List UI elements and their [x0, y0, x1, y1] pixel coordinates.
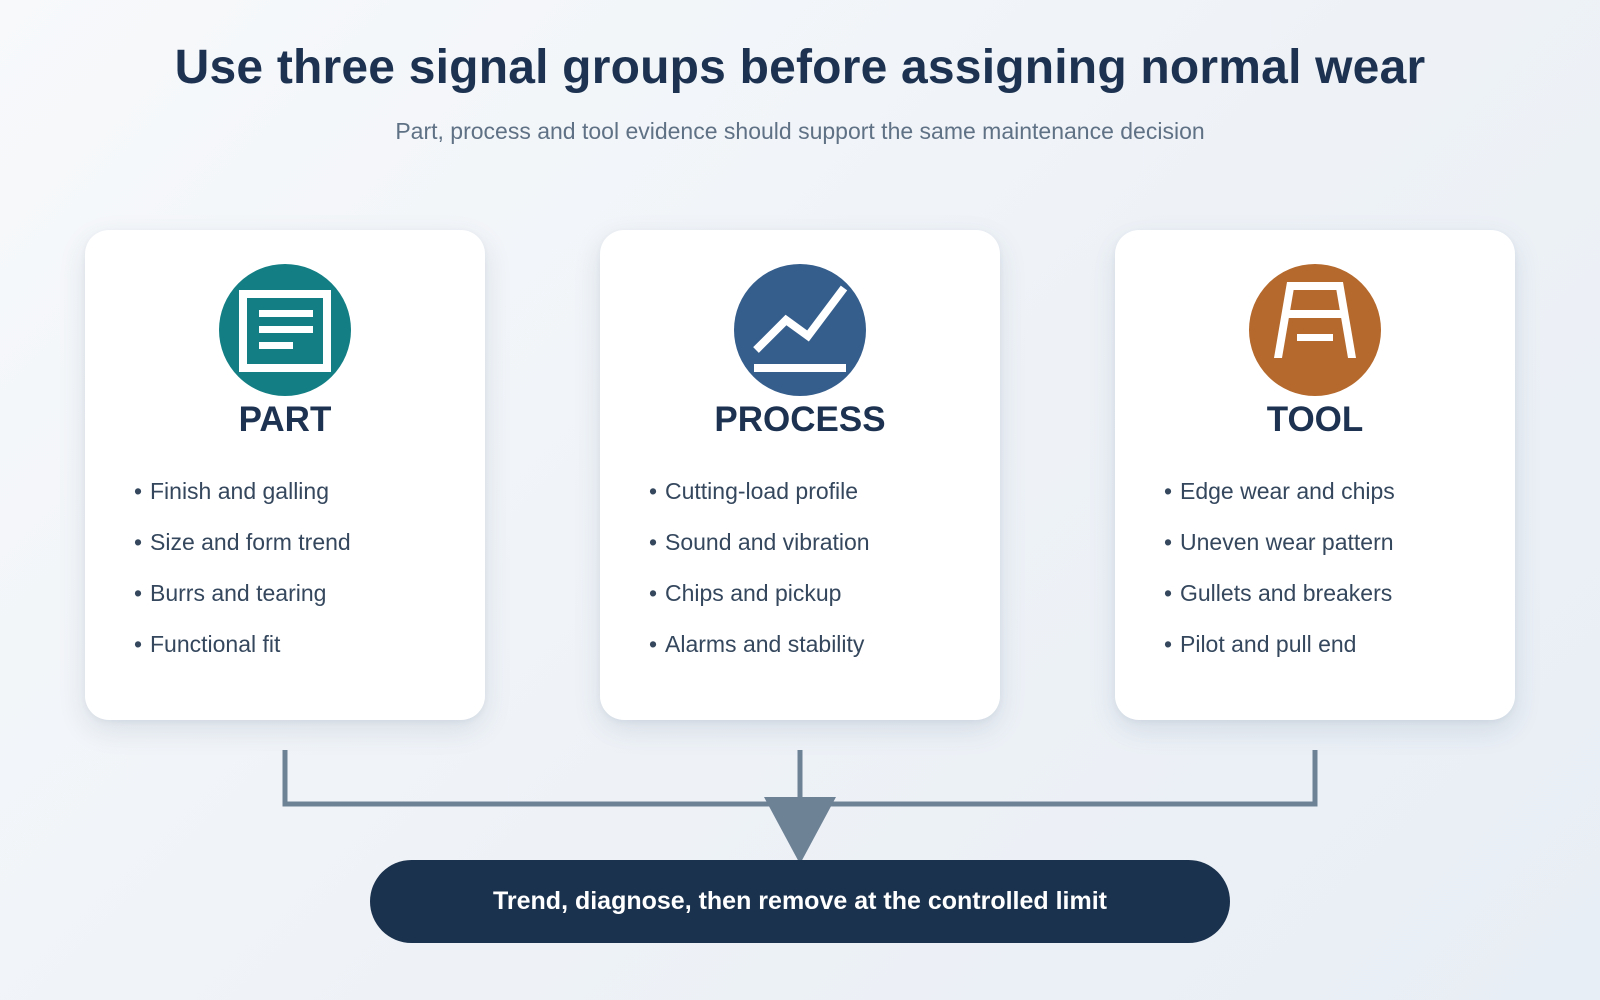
part-icon-badge	[219, 264, 351, 396]
tool-card: TOOL •Edge wear and chips •Uneven wear p…	[1115, 230, 1515, 720]
list-item: •Gullets and breakers	[1164, 580, 1393, 606]
process-signal-list: •Cutting-load profile •Sound and vibrati…	[649, 478, 870, 682]
part-card-title: PART	[238, 400, 332, 439]
document-icon	[239, 290, 331, 372]
process-icon-badge	[734, 264, 866, 396]
arrow-down-icon	[764, 797, 836, 864]
tool-frame-icon	[1274, 282, 1356, 358]
list-item: •Pilot and pull end	[1164, 631, 1357, 657]
tool-icon-badge	[1249, 264, 1381, 396]
list-item: •Size and form trend	[134, 529, 351, 555]
process-card-title: PROCESS	[714, 400, 886, 439]
page-title: Use three signal groups before assigning…	[174, 41, 1426, 94]
list-item: •Functional fit	[134, 631, 281, 657]
list-item: •Uneven wear pattern	[1164, 529, 1394, 555]
conclusion-banner: Trend, diagnose, then remove at the cont…	[370, 860, 1230, 943]
process-card: PROCESS •Cutting-load profile •Sound and…	[600, 230, 1000, 720]
list-item: •Finish and galling	[134, 478, 330, 504]
list-item: •Chips and pickup	[649, 580, 842, 606]
part-card: PART •Finish and galling •Size and form …	[85, 230, 485, 720]
list-item: •Cutting-load profile	[649, 478, 859, 504]
trend-chart-icon	[753, 285, 848, 372]
list-item: •Sound and vibration	[649, 529, 870, 555]
tool-signal-list: •Edge wear and chips •Uneven wear patter…	[1164, 478, 1395, 682]
part-signal-list: •Finish and galling •Size and form trend…	[134, 478, 351, 682]
tool-card-title: TOOL	[1266, 400, 1364, 439]
list-item: •Alarms and stability	[649, 631, 865, 657]
list-item: •Burrs and tearing	[134, 580, 327, 606]
list-item: •Edge wear and chips	[1164, 478, 1395, 504]
page-subtitle: Part, process and tool evidence should s…	[395, 118, 1205, 144]
